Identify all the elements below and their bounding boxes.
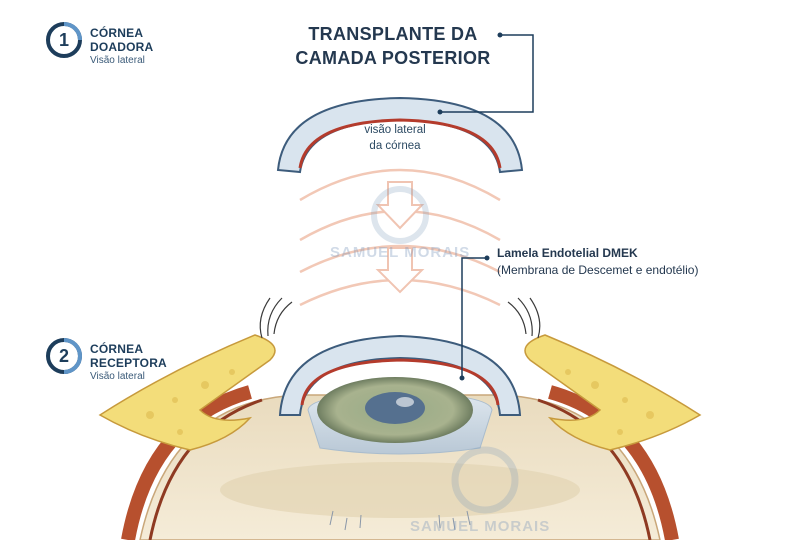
- step-title-line2: DOADORA: [90, 40, 154, 54]
- watermark-logo: [451, 446, 519, 514]
- step-recipient: 2 CÓRNEA RECEPTORA Visão lateral: [46, 338, 167, 383]
- step-number: 2: [58, 346, 69, 366]
- step-donor: 1 CÓRNEA DOADORA Visão lateral: [46, 22, 153, 67]
- watermark-text: SAMUEL MORAIS: [410, 518, 551, 535]
- eyelid-left: [98, 334, 276, 451]
- main-title: TRANSPLANTE DA CAMADA POSTERIOR: [278, 22, 508, 70]
- title-leader-line: [440, 34, 534, 113]
- down-arrows: [375, 181, 425, 294]
- lateral-view-line1: visão lateral: [364, 124, 426, 136]
- eyelashes-right: [507, 297, 541, 339]
- dmek-label: Lamela Endotelial DMEK (Membrana de Desc…: [497, 245, 698, 279]
- eyelashes-left: [259, 297, 293, 339]
- lens-body: [220, 462, 580, 518]
- donor-endothelium: [298, 118, 502, 169]
- dmek-leader-line: [461, 257, 487, 378]
- pupil: [365, 392, 425, 424]
- step-title-line1: CÓRNEA: [90, 342, 144, 356]
- eyelid-right: [524, 334, 702, 451]
- step-subtitle: Visão lateral: [90, 55, 145, 66]
- dmek-title: Lamela Endotelial DMEK: [497, 246, 638, 260]
- main-title-line1: TRANSPLANTE DA: [308, 24, 478, 44]
- step-title-line1: CÓRNEA: [90, 26, 144, 40]
- step-number-badge: 2: [46, 338, 82, 374]
- step-subtitle: Visão lateral: [90, 371, 145, 382]
- step-title-line2: RECEPTORA: [90, 356, 167, 370]
- dmek-lamella-inserted: [300, 358, 500, 406]
- lateral-view-label: visão lateral da córnea: [340, 122, 450, 154]
- lateral-view-line2: da córnea: [369, 140, 421, 152]
- watermark-logo: [371, 186, 429, 244]
- dmek-subtitle: (Membrana de Descemet e endotélio): [497, 263, 699, 277]
- main-title-line2: CAMADA POSTERIOR: [295, 48, 491, 68]
- watermark-text: SAMUEL MORAIS: [330, 244, 471, 261]
- step-number-badge: 1: [46, 22, 82, 58]
- step-number: 1: [58, 30, 69, 50]
